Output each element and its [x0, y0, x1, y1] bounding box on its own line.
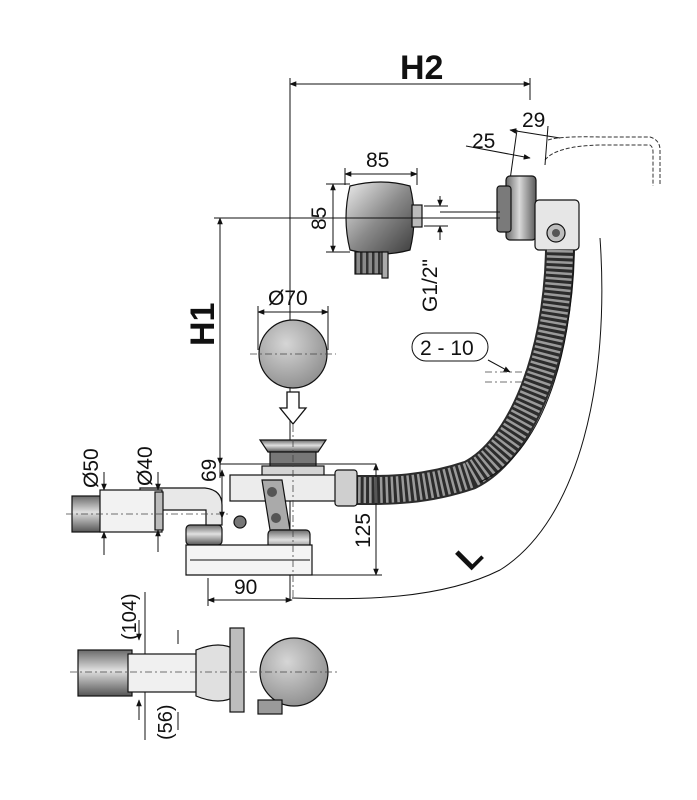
d125-label: 125 — [352, 513, 375, 548]
side-dimensions: Ø50 Ø40 69 125 90 — [80, 446, 382, 606]
h1-dimension: H1 — [184, 217, 500, 465]
h2-dimension: H2 — [289, 49, 531, 600]
plug-disc: Ø70 — [250, 287, 336, 426]
rim-detail: 25 29 — [465, 109, 661, 186]
range-label: 2 - 10 — [420, 337, 474, 360]
thread-label: G1/2" — [419, 259, 442, 312]
d40-label: Ø40 — [134, 446, 157, 486]
control-knob: 85 85 — [308, 149, 423, 279]
d56-label: (56) — [155, 704, 177, 740]
d85-width-label: 85 — [366, 149, 389, 172]
thread-dimension: G1/2" — [419, 196, 448, 312]
d25-label: 25 — [472, 130, 495, 153]
d90-label: 90 — [234, 576, 257, 599]
d29-label: 29 — [522, 109, 545, 132]
d70-label: Ø70 — [268, 287, 308, 310]
d69-label: 69 — [198, 459, 221, 482]
l-label: L — [449, 536, 491, 578]
range-dimension: 2 - 10 — [411, 332, 535, 383]
waste-body-side — [66, 425, 358, 600]
d104-label: (104) — [119, 593, 141, 640]
h1-label: H1 — [184, 303, 222, 346]
h2-label: H2 — [400, 49, 443, 87]
d50-label: Ø50 — [80, 448, 103, 488]
overflow-unit — [440, 175, 580, 251]
flex-hose — [349, 249, 575, 506]
waste-body-top: (104) (56) — [70, 592, 340, 740]
